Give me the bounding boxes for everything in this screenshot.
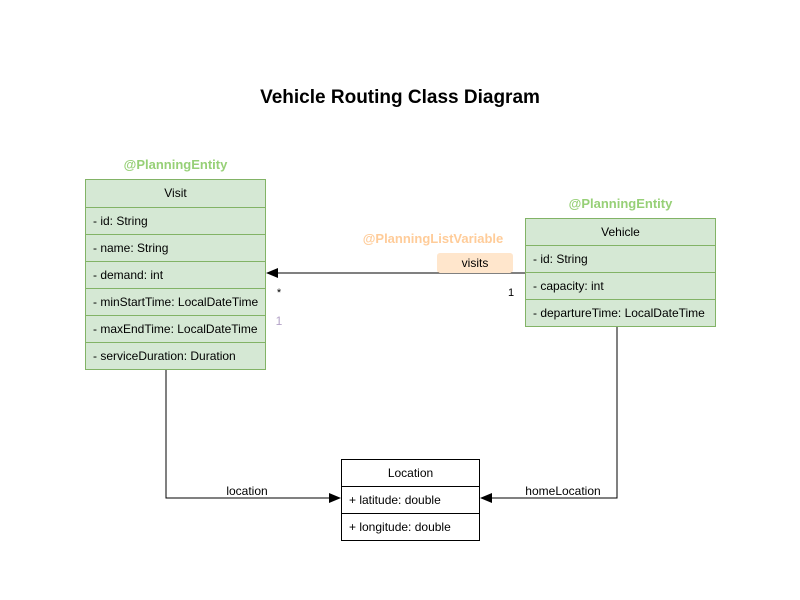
class-visit-attr-id: - id: String	[86, 207, 265, 234]
multiplicity-visits-target: *	[276, 287, 282, 299]
arrowhead-location	[329, 493, 341, 503]
class-vehicle-name: Vehicle	[601, 225, 640, 239]
class-visit-attr-demand: - demand: int	[86, 261, 265, 288]
diagram-title: Vehicle Routing Class Diagram	[260, 87, 540, 108]
edge-label-visits[interactable]: visits	[437, 253, 513, 273]
edge-label-location[interactable]: location	[226, 484, 268, 498]
class-visit-attr-service-duration: - serviceDuration: Duration	[86, 342, 265, 369]
edge-visits[interactable]	[266, 268, 525, 278]
edge-location[interactable]	[165, 362, 341, 503]
class-location[interactable]: Location + latitude: double + longitude:…	[341, 459, 480, 541]
multiplicity-visits-extra: 1	[275, 314, 283, 328]
class-visit[interactable]: Visit - id: String - name: String - dema…	[85, 179, 266, 370]
class-visit-name: Visit	[164, 186, 187, 200]
class-visit-attr-min-start-time: - minStartTime: LocalDateTime	[86, 288, 265, 315]
class-location-attr-longitude: + longitude: double	[342, 513, 479, 540]
class-location-name: Location	[387, 466, 434, 480]
annotation-planning-entity-visit: @PlanningEntity	[123, 157, 228, 172]
multiplicity-visits-source: 1	[507, 287, 515, 299]
class-vehicle-attr-capacity: - capacity: int	[526, 272, 715, 299]
class-vehicle-attr-departure-time: - departureTime: LocalDateTime	[526, 299, 715, 326]
class-location-attr-latitude: + latitude: double	[342, 486, 479, 513]
edge-label-home-location[interactable]: homeLocation	[525, 484, 601, 498]
arrowhead-home-location	[480, 493, 492, 503]
class-visit-attr-name: - name: String	[86, 234, 265, 261]
arrowhead-visits	[266, 268, 278, 278]
annotation-planning-entity-vehicle: @PlanningEntity	[568, 196, 673, 211]
class-vehicle-attr-id: - id: String	[526, 245, 715, 272]
class-vehicle[interactable]: Vehicle - id: String - capacity: int - d…	[525, 218, 716, 327]
edge-home-location[interactable]	[480, 322, 618, 503]
class-visit-attr-max-end-time: - maxEndTime: LocalDateTime	[86, 315, 265, 342]
annotation-planning-list-variable: @PlanningListVariable	[362, 231, 504, 246]
